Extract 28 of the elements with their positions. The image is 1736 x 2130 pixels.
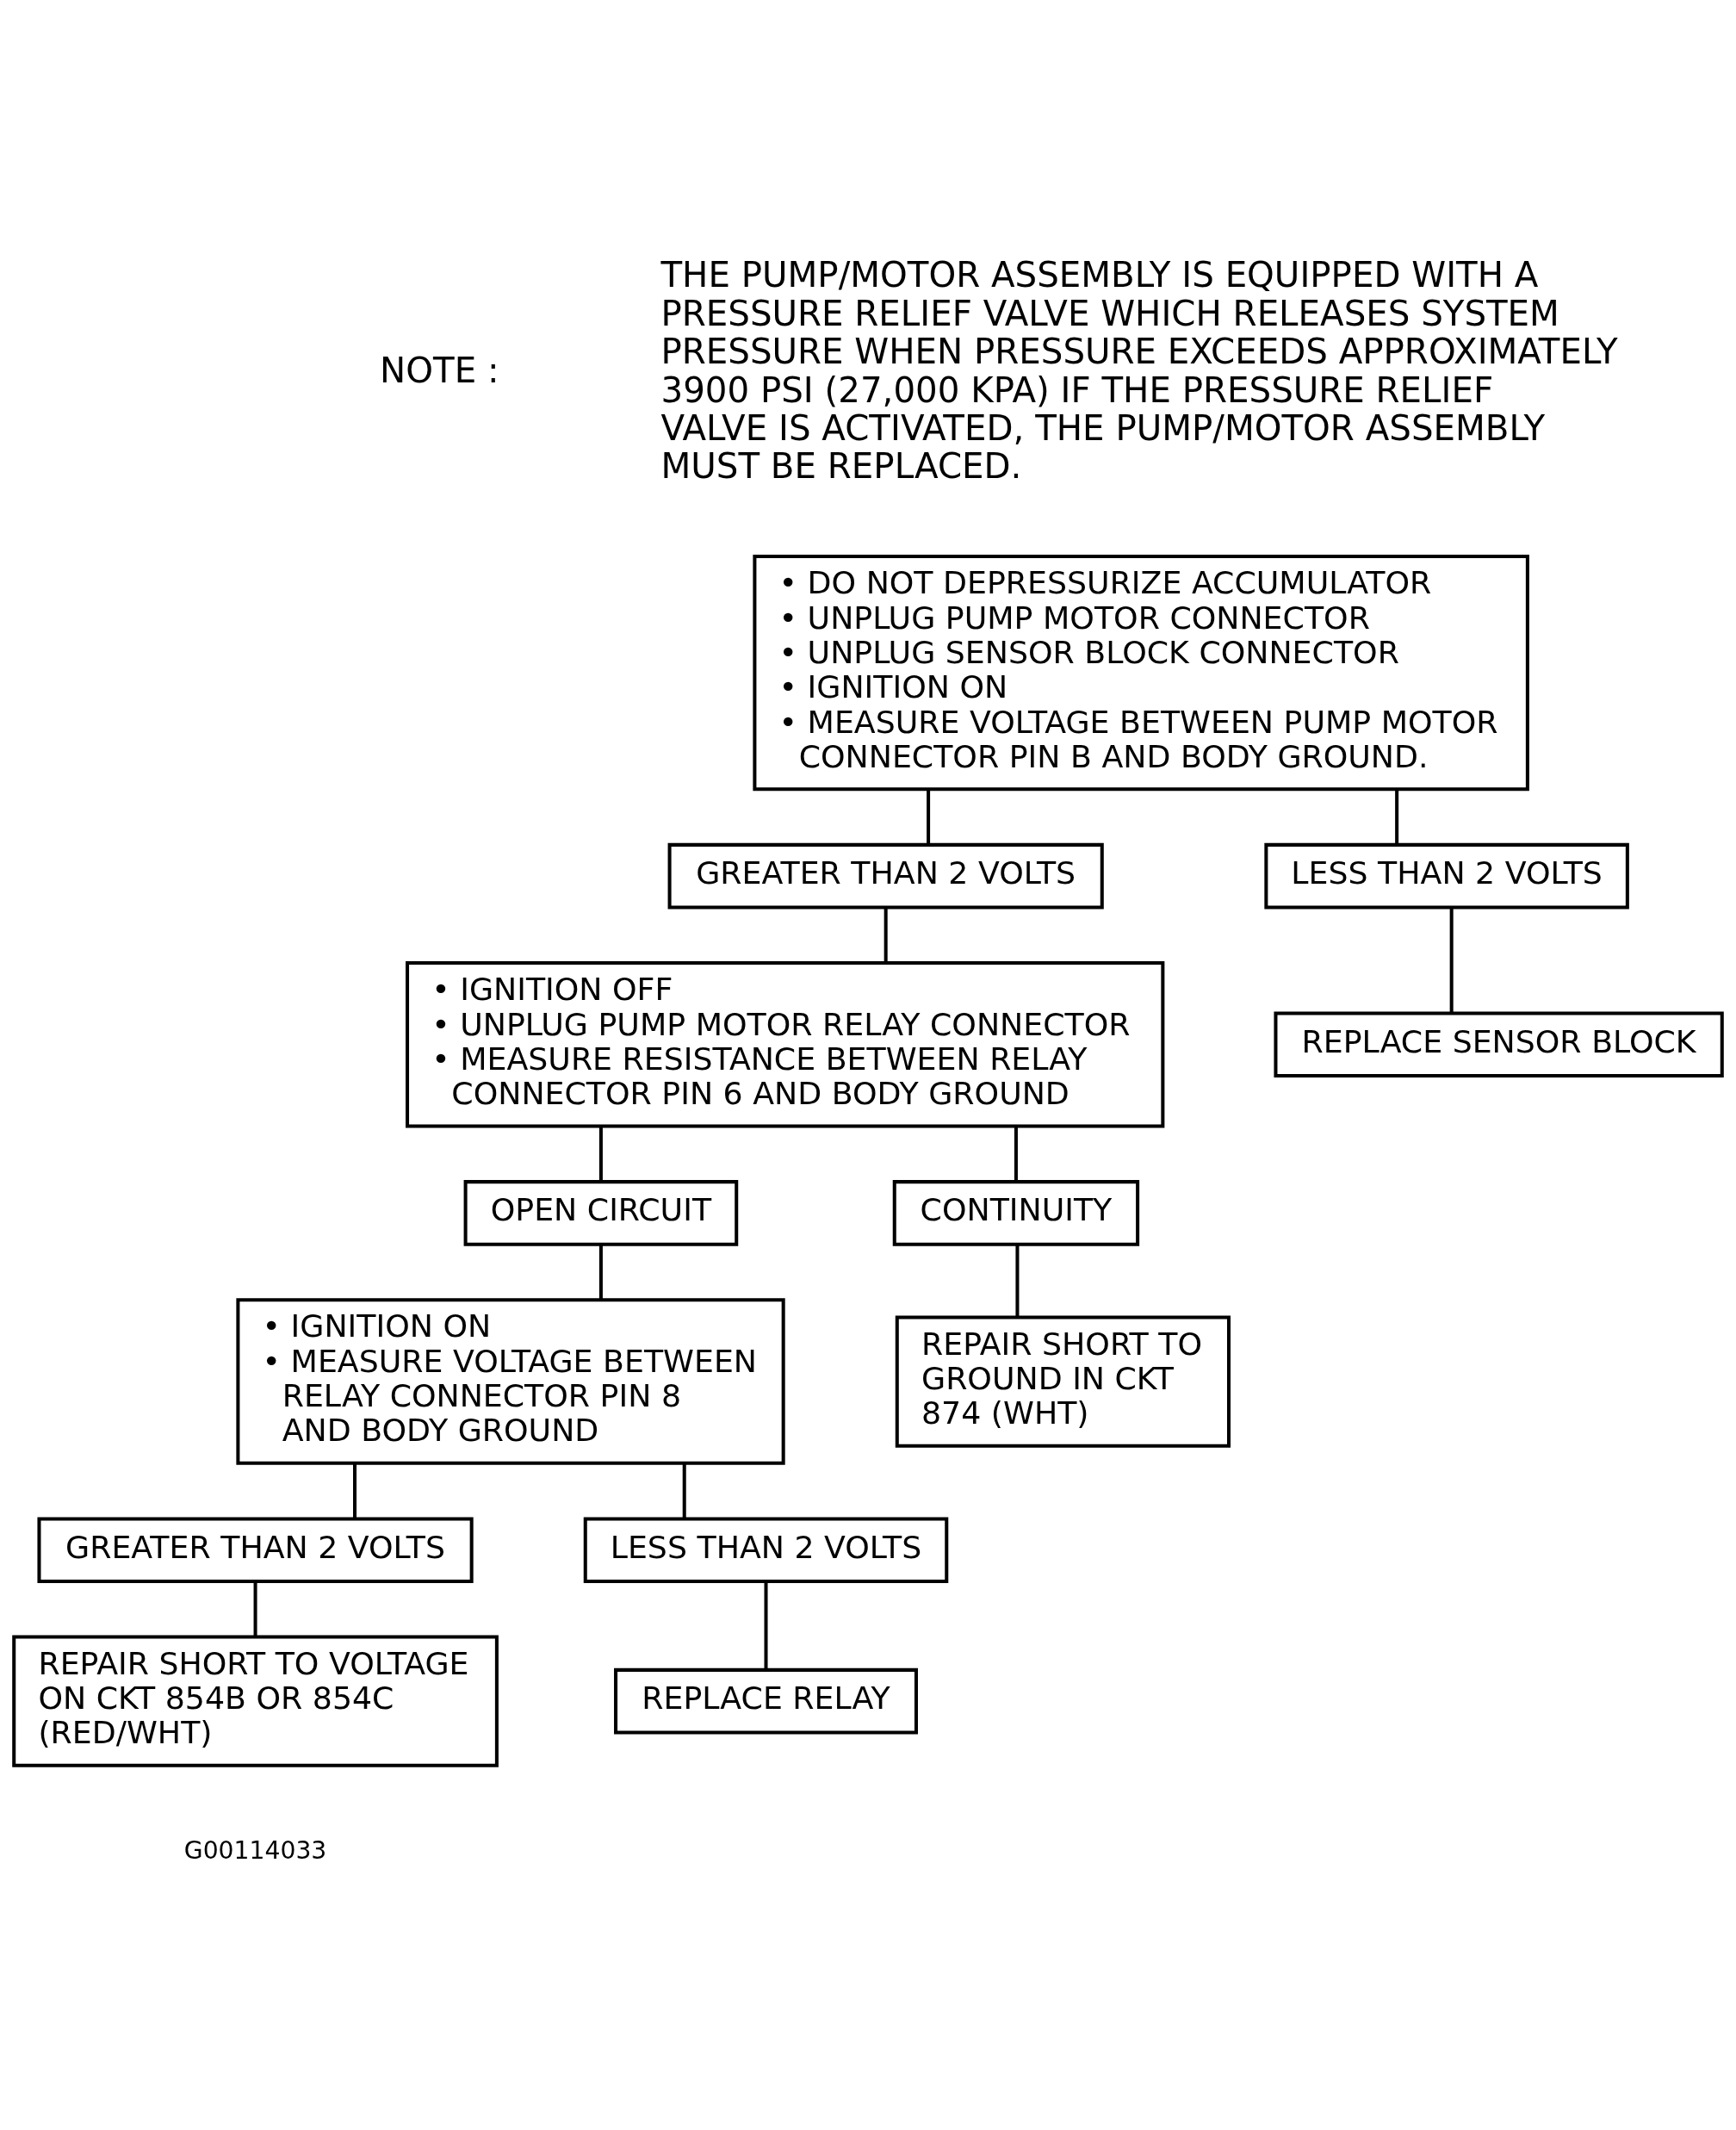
node-box: • DO NOT DEPRESSURIZE ACCUMULATOR • UNPLUG PUMP MOTOR CONNECTOR • UNPLUG SENSOR BLOCK CONNECTOR • IGNITION ON • MEASURE VOLTAGE BETWEEN PUMP MOTOR CONNECTOR PIN B AND BODY GROUND. [753, 554, 1529, 791]
node-box: GREATER THAN 2 VOLTS [37, 1516, 474, 1583]
connector [682, 1462, 686, 1518]
connector [1395, 788, 1399, 844]
node-box: LESS THAN 2 VOLTS [583, 1516, 949, 1583]
connector [598, 1126, 603, 1181]
node-box: REPLACE SENSOR BLOCK [1274, 1010, 1724, 1077]
node-box: GREATER THAN 2 VOLTS [667, 842, 1104, 909]
node-box: • IGNITION ON • MEASURE VOLTAGE BETWEEN RELAY CONNECTOR PIN 8 AND BODY GROUND [236, 1297, 785, 1465]
node-box: CONTINUITY [892, 1179, 1140, 1246]
connector [598, 1244, 603, 1300]
node-box: LESS THAN 2 VOLTS [1264, 842, 1629, 909]
node-box: REPLACE RELAY [614, 1667, 918, 1734]
connector [764, 1580, 768, 1670]
connector [884, 907, 888, 963]
node-box: OPEN CIRCUIT [463, 1179, 739, 1246]
connector [927, 788, 931, 844]
node-box: REPAIR SHORT TO VOLTAGE ON CKT 854B OR 854C (RED/WHT) [12, 1635, 499, 1767]
node-box: REPAIR SHORT TO GROUND IN CKT 874 (WHT) [895, 1314, 1231, 1448]
connector [1015, 1244, 1020, 1317]
node-box: • IGNITION OFF • UNPLUG PUMP MOTOR RELAY CONNECTOR • MEASURE RESISTANCE BETWEEN RELAY CONNECTOR PIN 6 AND BODY GROUND [406, 960, 1165, 1128]
connector [353, 1462, 357, 1518]
connector [1014, 1126, 1018, 1181]
label: THE PUMP/MOTOR ASSEMBLY IS EQUIPPED WITH A PRESSURE RELIEF VALVE WHICH RELEASES SYSTEM PRESSURE WHEN PRESSURE EXCEEDS APPROXIMATELY 3900 PSI (27,000 KPA) IF THE PRESSURE RELIEF VALVE IS ACTIVATED, THE PUMP/MOTOR ASSEMBLY MUST BE REPLACED. [660, 254, 1618, 487]
label: NOTE : [380, 350, 499, 391]
connector [253, 1580, 257, 1636]
label: G00114033 [183, 1835, 327, 1865]
connector [1449, 907, 1454, 1013]
